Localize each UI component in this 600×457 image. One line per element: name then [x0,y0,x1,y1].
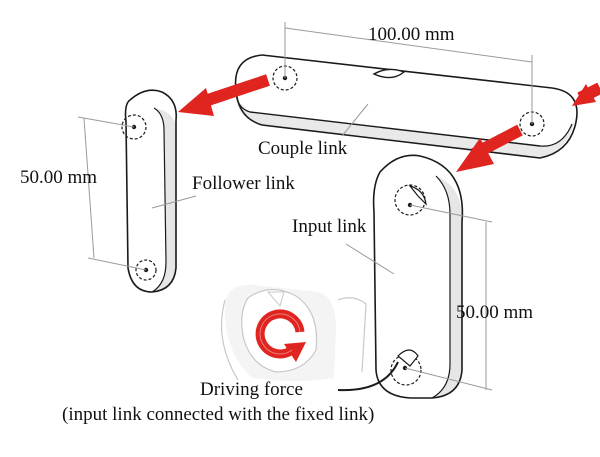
right-dimension-label: 50.00 mm [456,302,533,323]
couple-link-label: Couple link [258,138,348,159]
force-arrow-edge [572,82,600,106]
right-dimension-line [404,204,493,391]
driving-force-label: Driving force [200,379,303,400]
top-dimension-label: 100.00 mm [368,24,455,45]
left-dimension-label: 50.00 mm [20,167,97,188]
top-dimension-line [284,22,533,124]
force-arrow-right [456,124,523,172]
follower-link-label: Follower link [192,173,295,194]
rotation-arrow-icon [255,309,306,362]
input-link-label: Input link [292,216,367,237]
force-arrow-left [178,74,270,116]
driving-force-note: (input link connected with the fixed lin… [62,404,374,425]
driving-force-leader [337,361,399,392]
input-link [372,154,464,399]
fixed-link [220,284,367,381]
left-dimension-line [77,116,147,271]
follower-link [121,89,178,293]
leader-lines [151,103,395,275]
